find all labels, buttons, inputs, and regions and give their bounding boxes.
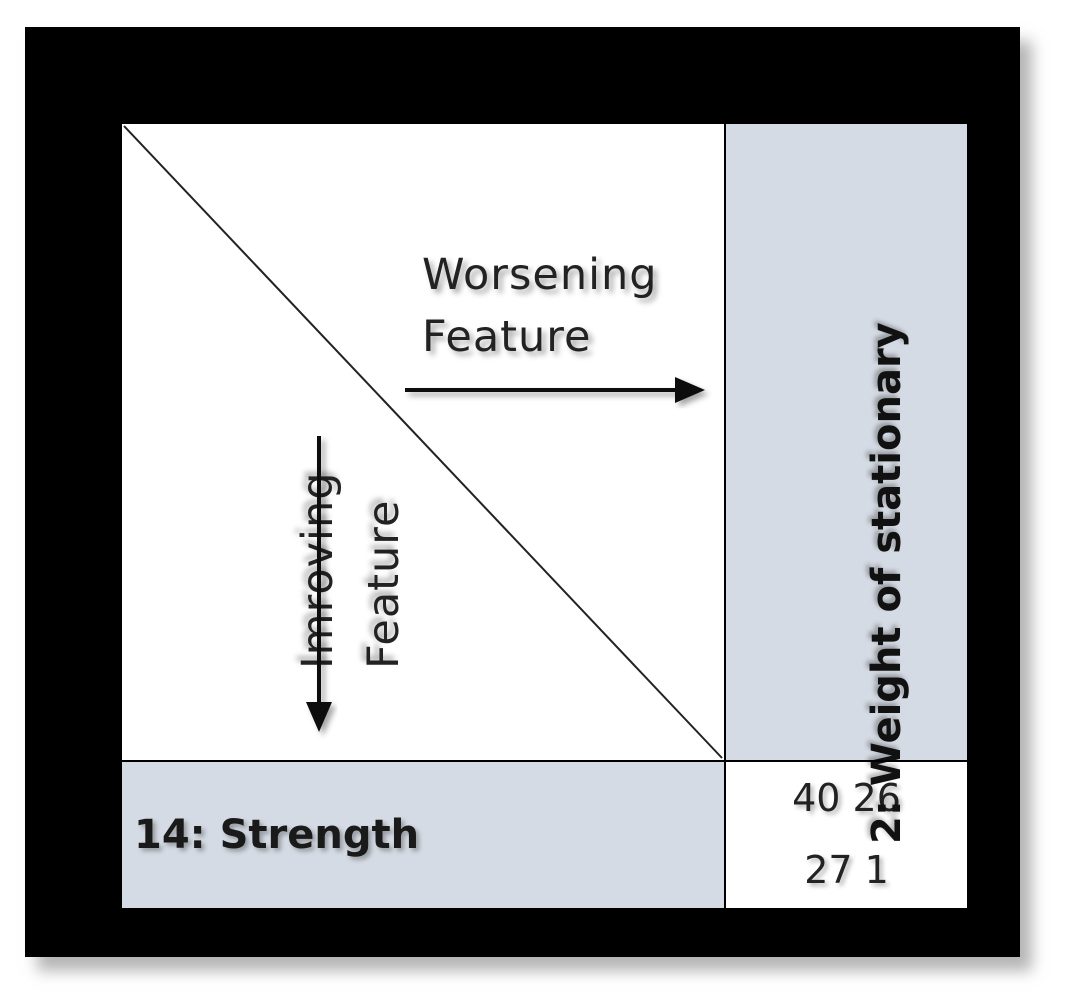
column-header-cell	[726, 124, 967, 760]
worsening-label-line1: Worsening	[422, 250, 658, 300]
corner-cell: Worsening Feature Imroving Feature	[122, 124, 724, 760]
improving-label-line1: Imroving	[293, 471, 343, 669]
value-line-2: 27 1	[804, 848, 889, 892]
contradiction-matrix-table: Worsening Feature Imroving Feature	[122, 124, 967, 908]
value-cell: 40 26 27 1	[726, 762, 967, 908]
diagonal-divider	[123, 125, 723, 759]
worsening-feature-label: Worsening Feature	[422, 244, 658, 368]
improving-label-line2: Feature	[359, 499, 409, 670]
horizontal-grid-line	[122, 760, 967, 762]
vertical-grid-line	[724, 124, 726, 908]
outer-frame: Worsening Feature Imroving Feature	[25, 27, 1020, 957]
value-line-1: 40 26	[792, 776, 901, 820]
row-header-label: 14: Strength	[134, 812, 420, 858]
row-header-cell: 14: Strength	[122, 762, 724, 908]
worsening-label-line2: Feature	[422, 312, 592, 362]
column-header-label: 2: Weight of stationary	[864, 322, 910, 844]
improving-feature-label: Imroving Feature	[285, 471, 417, 669]
